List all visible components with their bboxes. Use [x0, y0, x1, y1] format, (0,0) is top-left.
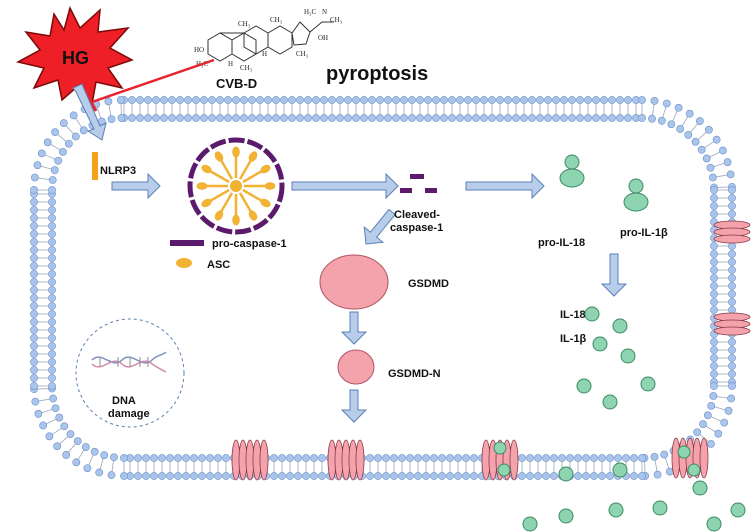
cvb-d-atoms: H₃C N CH₃ OH CH₃ H CH₃ CH₃ HO H₃C H CH₃ — [194, 8, 343, 72]
gsdmd-shape — [319, 254, 389, 310]
gsdmd-label: GSDMD — [408, 278, 449, 290]
cleaved-caspase-label-1: Cleaved- — [394, 209, 440, 221]
arrow-pro-il-to-il — [600, 253, 628, 297]
arrow-gsdmd-n-to-pore — [340, 389, 368, 423]
hg-entry-arrow — [72, 83, 107, 141]
legend-asc-label: ASC — [207, 259, 230, 271]
nlrp3-label: NLRP3 — [100, 165, 136, 177]
diagram-title: pyroptosis — [326, 63, 428, 85]
legend-caspase-swatch — [170, 240, 204, 246]
arrow-nlrp3-to-inflammasome — [111, 172, 161, 200]
dna-label-1: DNA — [112, 395, 136, 407]
cell-membrane — [30, 96, 736, 480]
cleaved-caspase-label-2: caspase-1 — [390, 222, 443, 234]
pathway-arrows — [111, 172, 628, 423]
legend-asc-swatch — [176, 258, 192, 268]
svg-text:OH: OH — [318, 34, 328, 42]
dna-label-2: damage — [108, 408, 150, 420]
released-cytokines — [522, 306, 746, 532]
arrow-inflammasome-to-caspase — [291, 172, 399, 200]
nlrp3-bar — [92, 152, 98, 180]
arrow-caspase-to-pro-il — [465, 172, 545, 200]
cleaved-caspase-fragments — [400, 174, 437, 193]
svg-text:CH₃: CH₃ — [238, 20, 251, 28]
pro-il1b-shape — [623, 178, 649, 212]
gsdmd-n-label: GSDMD-N — [388, 368, 441, 380]
svg-text:CH₃: CH₃ — [240, 64, 253, 72]
svg-text:CH₃: CH₃ — [330, 16, 343, 24]
cvb-d-label: CVB-D — [216, 76, 257, 91]
svg-text:HO: HO — [194, 46, 204, 54]
svg-text:H₃C: H₃C — [304, 8, 316, 16]
svg-text:H: H — [228, 60, 233, 68]
svg-text:H: H — [262, 50, 267, 58]
nlrp3-inflammasome — [187, 137, 285, 235]
il18-label: IL-18 — [560, 309, 586, 321]
svg-text:CH₃: CH₃ — [296, 50, 309, 58]
hg-label: HG — [62, 48, 89, 68]
pro-il1b-label: pro-IL-1β — [620, 227, 668, 239]
arrow-gsdmd-to-gsdmd-n — [340, 311, 368, 345]
pro-il18-label: pro-IL-18 — [538, 237, 585, 249]
svg-text:N: N — [322, 8, 327, 16]
legend-caspase-label: pro-caspase-1 — [212, 238, 287, 250]
cvb-d-structure — [207, 21, 334, 62]
arrow-caspase-to-gsdmd — [363, 208, 396, 245]
membrane-pores — [231, 220, 751, 481]
svg-text:CH₃: CH₃ — [270, 16, 283, 24]
dna-helix-icon — [91, 351, 167, 373]
gsdmd-n-shape — [337, 349, 375, 385]
pro-il18-shape — [559, 154, 585, 188]
il1b-label: IL-1β — [560, 333, 587, 345]
dna-damage-circle — [75, 318, 185, 428]
